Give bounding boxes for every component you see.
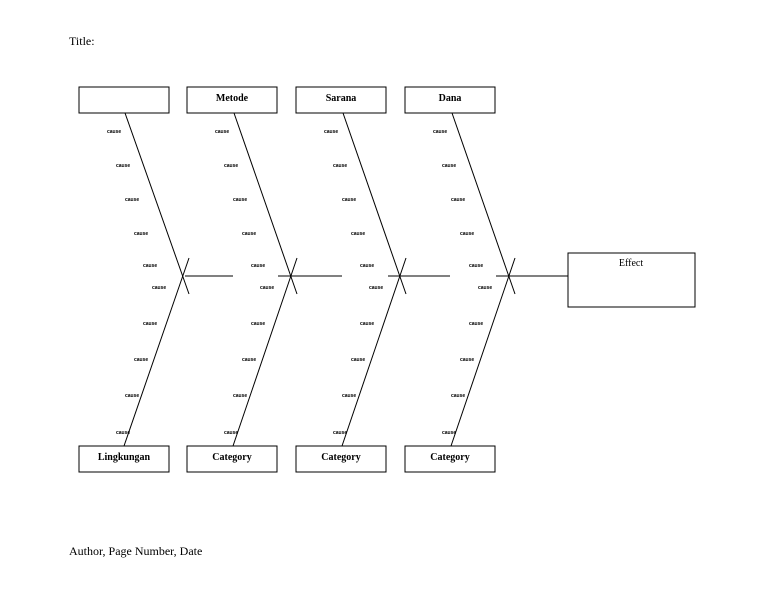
cause-label: cause — [251, 263, 265, 269]
bone-bottom — [450, 257, 516, 447]
cause-label: cause — [460, 231, 474, 237]
cause-label: cause — [125, 197, 139, 203]
cause-label: cause — [342, 197, 356, 203]
cause-label: cause — [351, 231, 365, 237]
bone-top — [124, 112, 190, 295]
cause-label: cause — [233, 393, 247, 399]
cause-label: cause — [143, 263, 157, 269]
cause-label: cause — [451, 197, 465, 203]
cause-label: cause — [442, 430, 456, 436]
bone-bottom — [232, 257, 298, 447]
cause-label: cause — [143, 321, 157, 327]
cause-label: cause — [224, 430, 238, 436]
cause-label: cause — [224, 163, 238, 169]
cause-label: cause — [152, 285, 166, 291]
cause-label: cause — [134, 357, 148, 363]
bone-bottom — [341, 257, 407, 447]
effect-label: Effect — [619, 258, 643, 269]
bone-top — [233, 112, 298, 295]
bone-bottom — [123, 257, 190, 447]
category-box-top — [186, 86, 278, 114]
cause-label: cause — [342, 393, 356, 399]
cause-label: cause — [116, 163, 130, 169]
category-box-bottom — [404, 445, 496, 473]
cause-label: cause — [215, 129, 229, 135]
cause-label: cause — [116, 430, 130, 436]
cause-label: cause — [233, 197, 247, 203]
cause-label: cause — [125, 393, 139, 399]
category-label-bottom: Lingkungan — [98, 452, 151, 463]
cause-label: cause — [333, 430, 347, 436]
cause-label: cause — [333, 163, 347, 169]
cause-label: cause — [442, 163, 456, 169]
effect-box — [567, 252, 696, 308]
cause-label: cause — [251, 321, 265, 327]
page-title: Title: — [69, 34, 95, 48]
cause-label: cause — [460, 357, 474, 363]
cause-label: cause — [351, 357, 365, 363]
cause-label: cause — [451, 393, 465, 399]
category-box-top — [78, 86, 170, 114]
category-label-top: Dana — [439, 93, 462, 104]
cause-label: cause — [360, 321, 374, 327]
category-label-bottom: Category — [430, 452, 469, 463]
bone-top — [342, 112, 407, 295]
cause-label: cause — [469, 321, 483, 327]
category-box-top — [295, 86, 387, 114]
category-label-top: Metode — [216, 93, 249, 104]
cause-label: cause — [478, 285, 492, 291]
category-label-bottom: Category — [212, 452, 251, 463]
cause-label: cause — [242, 357, 256, 363]
cause-label: cause — [260, 285, 274, 291]
cause-label: cause — [134, 231, 148, 237]
category-box-top — [404, 86, 496, 114]
cause-label: cause — [433, 129, 447, 135]
category-box-bottom — [186, 445, 278, 473]
cause-label: cause — [469, 263, 483, 269]
category-label-top: Sarana — [326, 93, 357, 104]
cause-label: cause — [107, 129, 121, 135]
bone-top — [451, 112, 516, 295]
category-box-bottom — [295, 445, 387, 473]
category-label-bottom: Category — [321, 452, 360, 463]
cause-label: cause — [369, 285, 383, 291]
page-footer: Author, Page Number, Date — [69, 544, 203, 558]
cause-label: cause — [360, 263, 374, 269]
cause-label: cause — [242, 231, 256, 237]
cause-label: cause — [324, 129, 338, 135]
